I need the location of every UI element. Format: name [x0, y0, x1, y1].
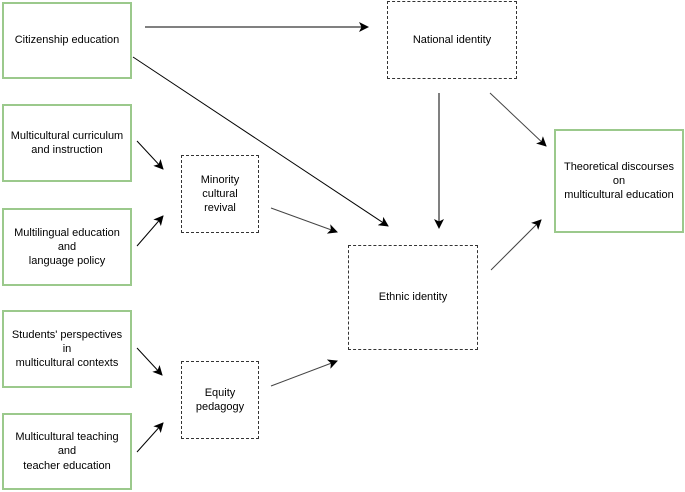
edge-equity-to-ethnic — [270, 359, 338, 387]
node-multicultural-teaching-label: Multicultural teaching and teacher educa… — [15, 431, 119, 472]
node-national-identity-label: National identity — [412, 33, 492, 46]
edge-teaching-to-equity — [136, 422, 164, 453]
edge-multilingual-to-minority — [136, 215, 164, 247]
edge-minority-to-ethnic — [270, 207, 338, 234]
node-multicultural-curriculum-label: Multicultural curriculum and instruction — [10, 129, 124, 156]
edge-citizenship-to-ethnic — [132, 56, 389, 227]
node-students-perspectives: Students' perspectives in multicultural … — [2, 310, 132, 388]
node-equity-pedagogy: Equity pedagogy — [181, 361, 259, 439]
node-students-perspectives-label: Students' perspectives in multicultural … — [11, 328, 123, 370]
node-theoretical-discourses-label: Theoretical discourses on multicultural … — [563, 160, 675, 202]
edge-national-to-theoretical — [489, 92, 547, 147]
node-citizenship-education-label: Citizenship education — [14, 34, 120, 47]
node-multilingual-education: Multilingual education and language poli… — [2, 208, 132, 286]
edge-students-to-equity — [136, 347, 163, 376]
node-multicultural-teaching: Multicultural teaching and teacher educa… — [2, 413, 132, 490]
node-minority-cultural-revival-label: Minority cultural revival — [200, 173, 240, 215]
node-citizenship-education: Citizenship education — [2, 2, 132, 79]
node-multicultural-curriculum: Multicultural curriculum and instruction — [2, 104, 132, 182]
node-ethnic-identity: Ethnic identity — [348, 245, 478, 350]
node-minority-cultural-revival: Minority cultural revival — [181, 155, 259, 233]
node-multilingual-education-label: Multilingual education and language poli… — [14, 226, 120, 268]
node-national-identity: National identity — [387, 1, 517, 79]
node-equity-pedagogy-label: Equity pedagogy — [195, 386, 245, 413]
edge-curriculum-to-minority — [136, 140, 164, 170]
node-ethnic-identity-label: Ethnic identity — [378, 291, 448, 304]
node-theoretical-discourses: Theoretical discourses on multicultural … — [554, 129, 684, 233]
edge-ethnic-to-theoretical — [490, 219, 542, 271]
